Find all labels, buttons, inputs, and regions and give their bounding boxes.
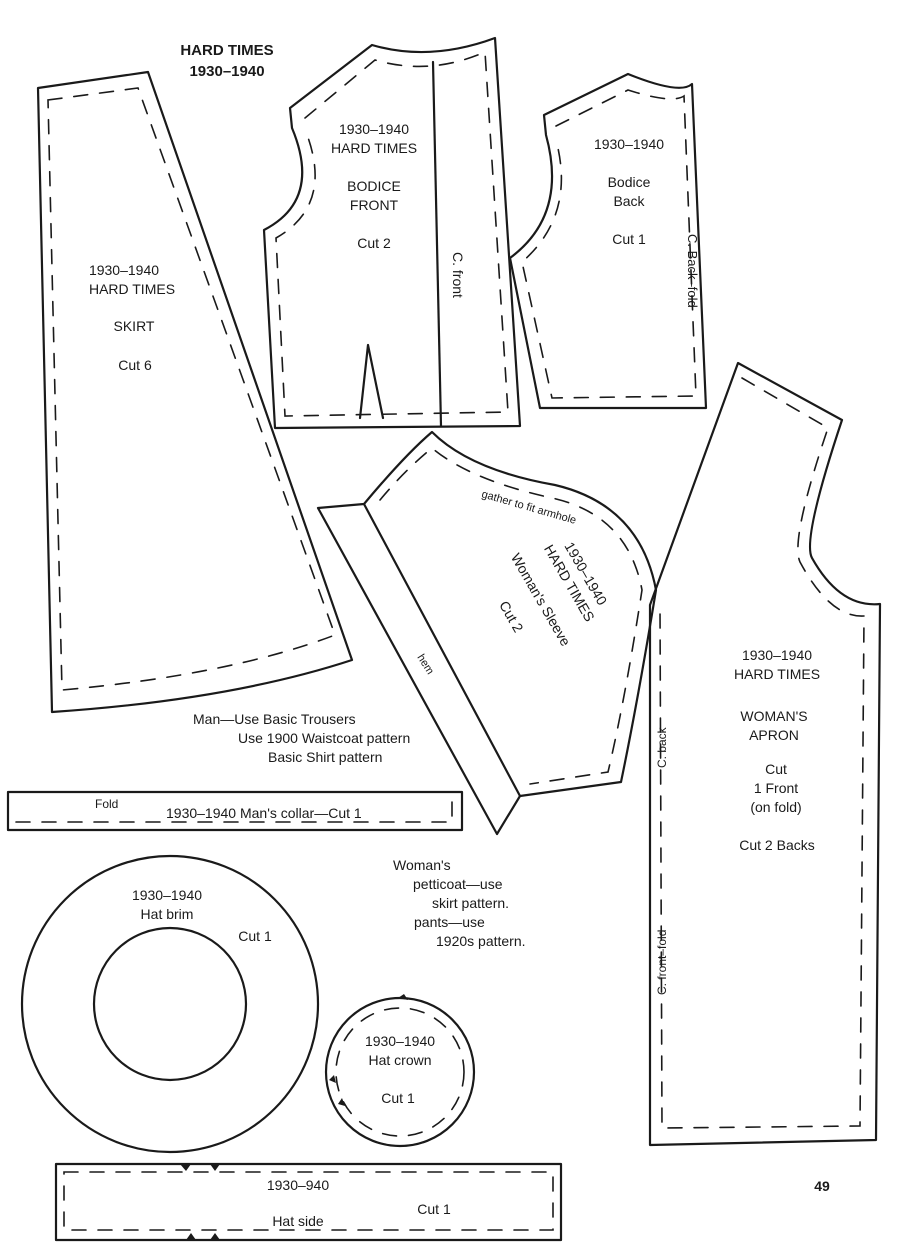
page-number: 49 [814, 1178, 830, 1194]
hat-brim-name: Hat brim [141, 906, 194, 922]
hat-crown-era: 1930–1940 [365, 1033, 435, 1049]
apron-cut-4: Cut 2 Backs [739, 837, 814, 853]
woman-note-line-5: 1920s pattern. [436, 933, 526, 949]
skirt-era: 1930–1940 [89, 262, 159, 278]
hat-side-era: 1930–940 [267, 1177, 330, 1193]
bodice-front-name-1: BODICE [347, 178, 401, 194]
apron-front-fold-label: C. front–fold [655, 930, 669, 995]
bodice-front-era: 1930–1940 [339, 121, 409, 137]
woman-note-line-2: petticoat—use [413, 876, 503, 892]
apron-era: 1930–1940 [742, 647, 812, 663]
bodice-front-center-label: C. front [450, 252, 466, 298]
man-note-line-3: Basic Shirt pattern [268, 749, 382, 765]
apron-name-2: APRON [749, 727, 799, 743]
bodice-back-name-2: Back [613, 193, 645, 209]
apron-name-1: WOMAN'S [740, 708, 807, 724]
collar-piece: Fold 1930–1940 Man's collar—Cut 1 [6, 790, 464, 832]
woman-note: Woman's petticoat—use skirt pattern. pan… [393, 857, 526, 949]
bodice-back-piece: 1930–1940 Bodice Back Cut 1 C. Back–fold [508, 72, 708, 410]
header-years: 1930–1940 [189, 63, 264, 80]
woman-note-line-3: skirt pattern. [432, 895, 509, 911]
hat-brim-piece: 1930–1940 Hat brim Cut 1 [20, 854, 320, 1154]
hat-side-piece: 1930–940 Cut 1 Hat side [54, 1162, 563, 1242]
bodice-front-name-2: FRONT [350, 197, 399, 213]
header-title: HARD TIMES [180, 42, 273, 59]
apron-cut-1: Cut [765, 761, 787, 777]
sleeve-label-group: 1930–1940 HARD TIMES Woman's Sleeve Cut … [496, 539, 610, 649]
sleeve-piece: 1930–1940 HARD TIMES Woman's Sleeve Cut … [316, 430, 658, 836]
hat-side-name: Hat side [272, 1213, 324, 1229]
apron-back-label: C. back [655, 726, 669, 768]
bodice-front-cut: Cut 2 [357, 235, 391, 251]
page-header: HARD TIMES 1930–1940 [180, 42, 273, 80]
bodice-back-cut: Cut 1 [612, 231, 646, 247]
bodice-front-title: HARD TIMES [331, 140, 417, 156]
collar-label: 1930–1940 Man's collar—Cut 1 [166, 805, 362, 821]
apron-piece: 1930–1940 HARD TIMES WOMAN'S APRON Cut 1… [648, 361, 882, 1147]
skirt-name: SKIRT [114, 318, 155, 334]
hat-side-cut: Cut 1 [417, 1201, 451, 1217]
skirt-cut: Cut 6 [118, 357, 152, 373]
skirt-piece: 1930–1940 HARD TIMES SKIRT Cut 6 [36, 70, 354, 714]
apron-title: HARD TIMES [734, 666, 820, 682]
apron-cut-2: 1 Front [754, 780, 798, 796]
woman-note-line-1: Woman's [393, 857, 451, 873]
bodice-front-piece: 1930–1940 HARD TIMES BODICE FRONT Cut 2 … [262, 36, 522, 430]
skirt-title: HARD TIMES [89, 281, 175, 297]
hat-crown-name: Hat crown [368, 1052, 431, 1068]
hat-brim-era: 1930–1940 [132, 887, 202, 903]
hat-brim-cut: Cut 1 [238, 928, 272, 944]
collar-fold-label: Fold [95, 797, 118, 811]
hat-crown-piece: 1930–1940 Hat crown Cut 1 [324, 994, 476, 1148]
woman-note-line-4: pants—use [414, 914, 485, 930]
sleeve-cut: Cut 2 [496, 598, 527, 635]
bodice-back-era: 1930–1940 [594, 136, 664, 152]
hat-crown-cut: Cut 1 [381, 1090, 415, 1106]
sleeve-gather-note: gather to fit armhole [480, 488, 577, 527]
bodice-back-name-1: Bodice [608, 174, 651, 190]
man-note-line-2: Use 1900 Waistcoat pattern [238, 730, 410, 746]
bodice-back-fold-label: C. Back–fold [685, 234, 700, 308]
sleeve-hem-label: hem [414, 652, 436, 677]
man-note-line-1: Man—Use Basic Trousers [193, 711, 356, 727]
man-note: Man—Use Basic Trousers Use 1900 Waistcoa… [193, 711, 410, 765]
apron-cut-3: (on fold) [750, 799, 801, 815]
